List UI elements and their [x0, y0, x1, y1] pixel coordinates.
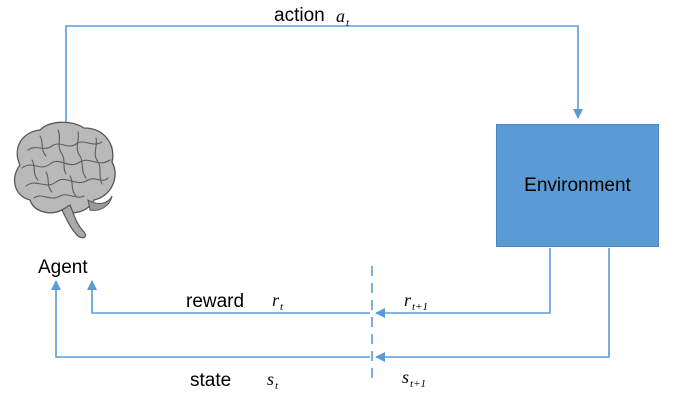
agent-label: Agent — [38, 257, 88, 278]
state-label: state — [190, 370, 232, 391]
reward-symbol: rt — [272, 290, 284, 313]
state-symbol: st — [267, 369, 279, 392]
reward-label: reward — [186, 291, 245, 312]
action-label: action — [274, 5, 325, 26]
state-line — [51, 280, 370, 358]
reward-next-symbol: rt+1 — [404, 290, 428, 313]
state-next-symbol: st+1 — [402, 367, 426, 390]
environment-label: Environment — [524, 174, 631, 196]
action-symbol: at — [336, 6, 350, 29]
action-line — [65, 25, 583, 124]
reward-line — [87, 280, 370, 314]
environment-box: Environment — [496, 124, 659, 247]
state-line-next — [375, 248, 610, 362]
reward-line-next — [375, 248, 551, 318]
brain-icon — [13, 121, 116, 239]
